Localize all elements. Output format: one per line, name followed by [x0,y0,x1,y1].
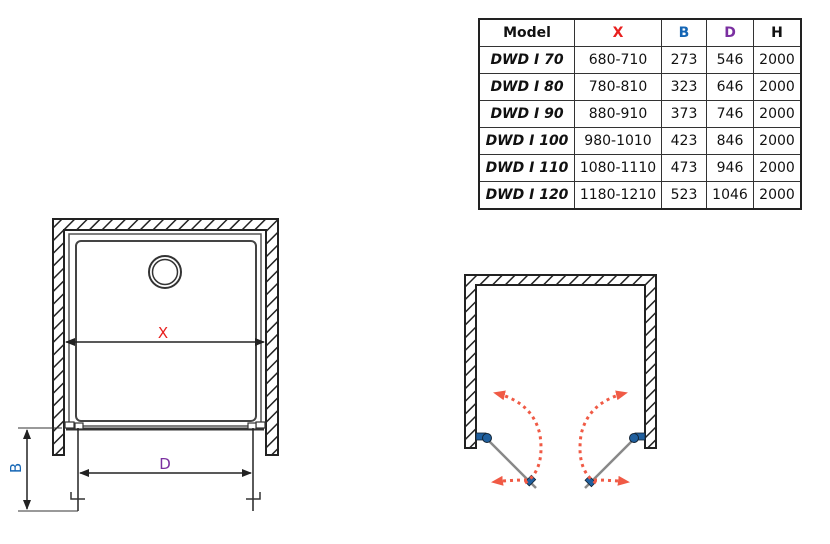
value-cell-h: 2000 [753,154,802,182]
door-opening-diagram [464,274,657,489]
left-door [475,390,543,489]
value-cell-x: 680-710 [574,46,662,74]
value-cell-b: 323 [661,73,707,101]
value-cell-b: 523 [661,181,707,210]
tray-inner [75,240,257,422]
right-door [578,390,646,489]
model-cell: DWD I 110 [478,154,575,182]
model-cell: DWD I 90 [478,100,575,128]
value-cell-x: 880-910 [574,100,662,128]
swing-arrow [578,390,628,485]
door-handle [584,475,597,488]
rail-brackets [64,421,266,430]
x-label: X [158,324,168,342]
value-cell-b: 473 [661,154,707,182]
plan-view-diagram: X D B [7,218,279,512]
model-cell: DWD I 120 [478,181,575,210]
hinge-icon [482,433,492,443]
handle-left [70,492,85,500]
value-cell-x: 780-810 [574,73,662,101]
value-cell-b: 373 [661,100,707,128]
hinge-icon [629,433,639,443]
column-header-h: H [753,18,802,47]
swing-arrow [593,475,630,486]
wall-hatched [52,218,279,456]
value-cell-d: 946 [706,154,754,182]
value-cell-b: 423 [661,127,707,155]
drain-icon [148,255,182,289]
b-label: B [7,463,25,473]
value-cell-d: 646 [706,73,754,101]
value-cell-h: 2000 [753,73,802,101]
value-cell-d: 1046 [706,181,754,210]
column-header-x: X [574,18,662,47]
swing-arrow [491,475,528,486]
value-cell-h: 2000 [753,181,802,210]
wall-hatched [464,274,657,449]
model-cell: DWD I 100 [478,127,575,155]
value-cell-h: 2000 [753,46,802,74]
value-cell-x: 1180-1210 [574,181,662,210]
model-cell: DWD I 80 [478,73,575,101]
shower-tray [68,233,262,427]
model-cell: DWD I 70 [478,46,575,74]
handle-right [246,492,261,500]
d-label: D [159,455,171,473]
swing-arrow [493,390,543,485]
value-cell-d: 746 [706,100,754,128]
